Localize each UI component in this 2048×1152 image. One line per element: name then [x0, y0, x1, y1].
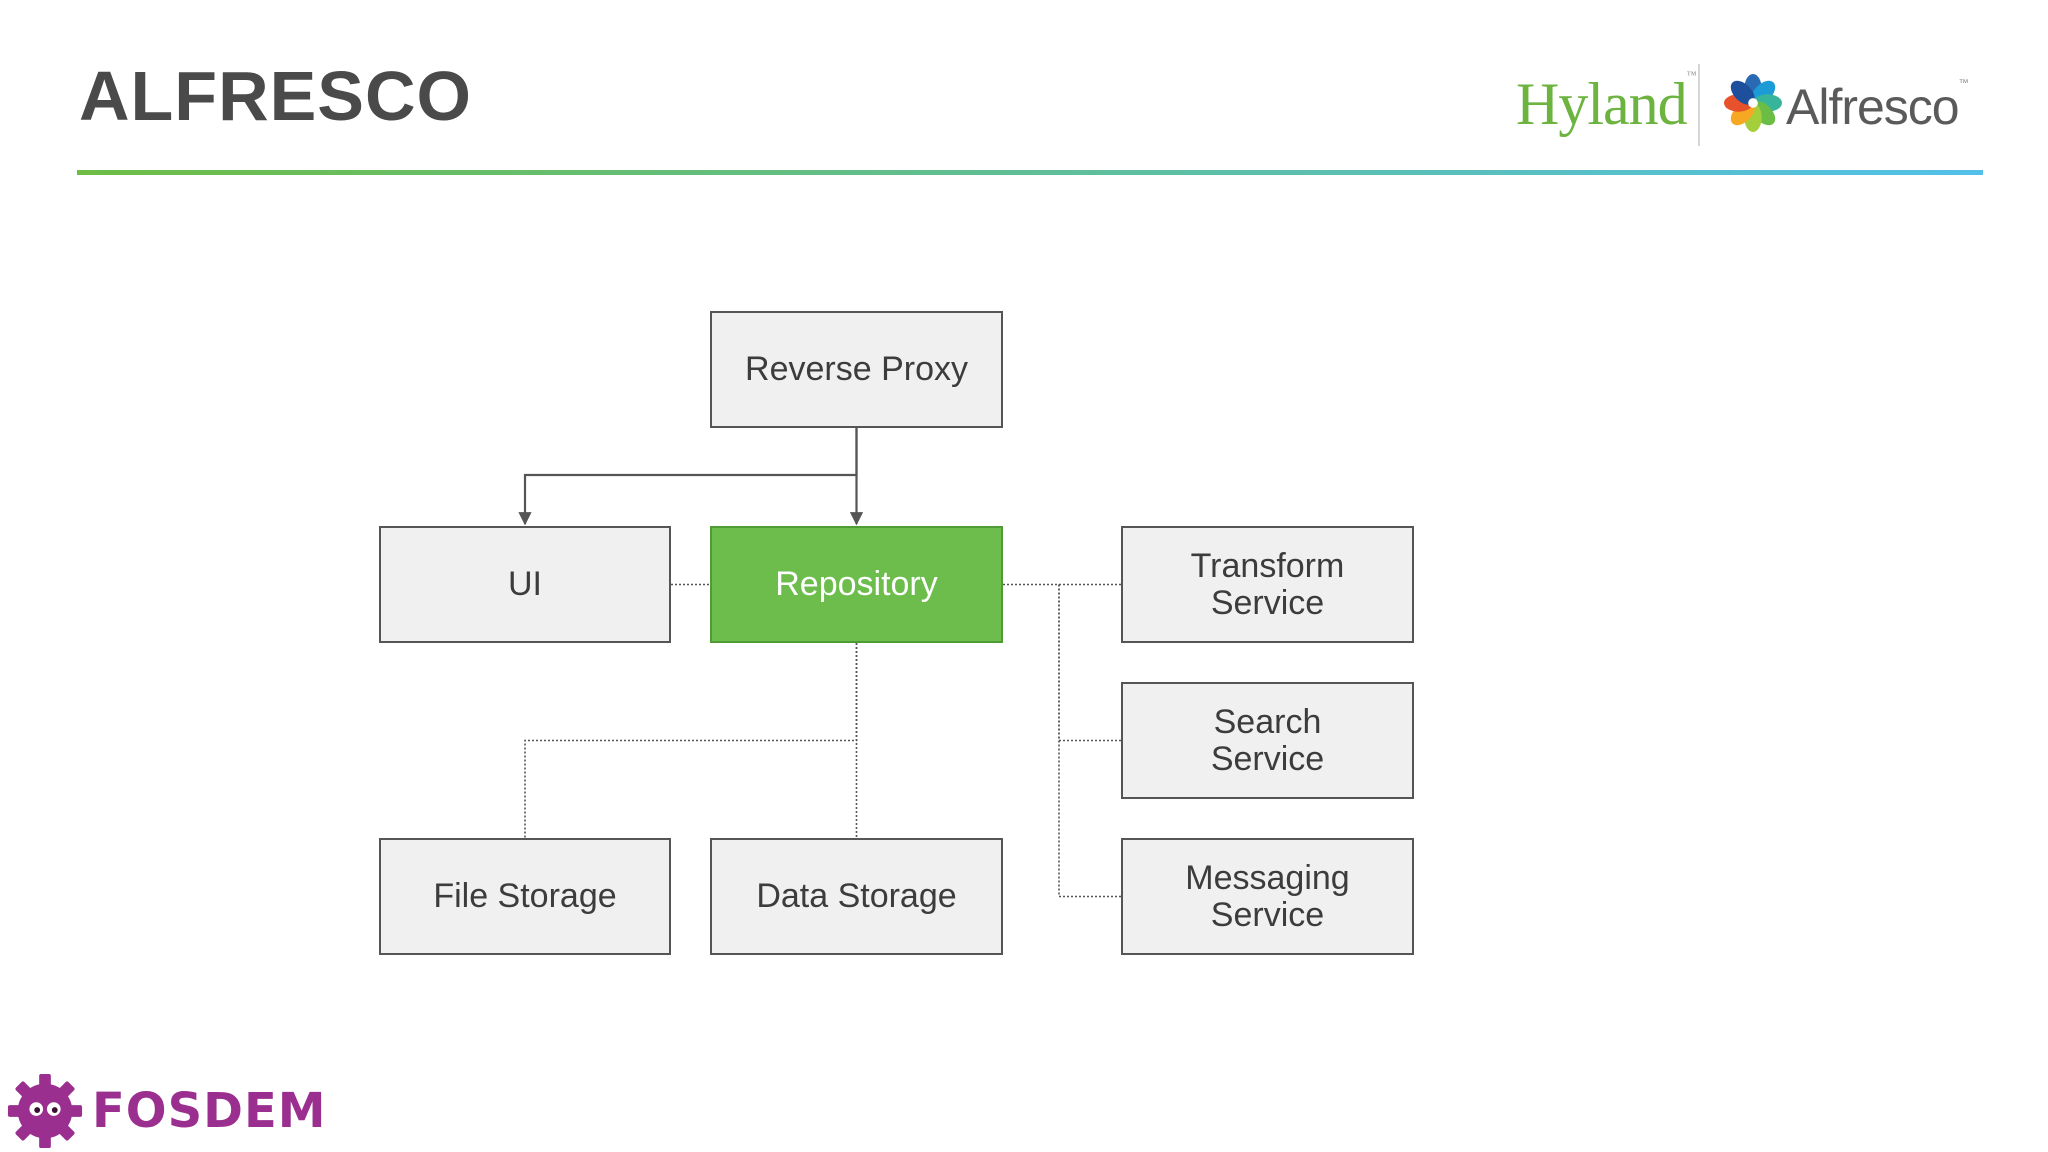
- slide-title: ALFRESCO: [79, 57, 472, 135]
- logo-area: Hyland™ Alfresco™: [1510, 60, 1990, 150]
- node-label: Repository: [775, 565, 938, 603]
- alfresco-logo-text: Alfresco: [1786, 79, 1960, 135]
- fosdem-gear-icon: [7, 1073, 83, 1149]
- node-ui: UI: [379, 526, 671, 643]
- logo-divider: [1698, 64, 1700, 146]
- node-transform-service: Transform Service: [1121, 526, 1414, 643]
- node-file-storage: File Storage: [379, 838, 671, 955]
- edge-repository-to-messaging-service: [1058, 584, 1121, 898]
- alfresco-flower-icon: [1724, 74, 1782, 132]
- node-label: Search Service: [1210, 702, 1325, 778]
- node-label: Reverse Proxy: [745, 350, 968, 388]
- node-label: Data Storage: [756, 877, 957, 915]
- node-messaging-service: Messaging Service: [1121, 838, 1414, 955]
- hyland-logo-text: Hyland: [1516, 71, 1688, 137]
- node-label: Transform Service: [1190, 546, 1345, 622]
- hyland-trademark: ™: [1686, 70, 1697, 81]
- edge-repository-to-search-service: [1058, 584, 1121, 742]
- edge-repository-to-file-storage: [524, 643, 858, 838]
- node-repository: Repository: [710, 526, 1003, 643]
- node-search-service: Search Service: [1121, 682, 1414, 799]
- node-data-storage: Data Storage: [710, 838, 1003, 955]
- alfresco-logo: Alfresco™: [1786, 78, 1969, 136]
- alfresco-trademark: ™: [1958, 78, 1969, 89]
- header-rule: [77, 170, 1983, 175]
- hyland-logo: Hyland™: [1516, 70, 1697, 139]
- fosdem-wordmark: FOSDEM: [92, 1083, 327, 1139]
- node-reverse-proxy: Reverse Proxy: [710, 311, 1003, 428]
- edge-reverse-proxy-to-ui: [518, 428, 858, 526]
- node-label: UI: [508, 565, 542, 603]
- node-label: File Storage: [433, 877, 617, 915]
- node-label: Messaging Service: [1185, 858, 1350, 934]
